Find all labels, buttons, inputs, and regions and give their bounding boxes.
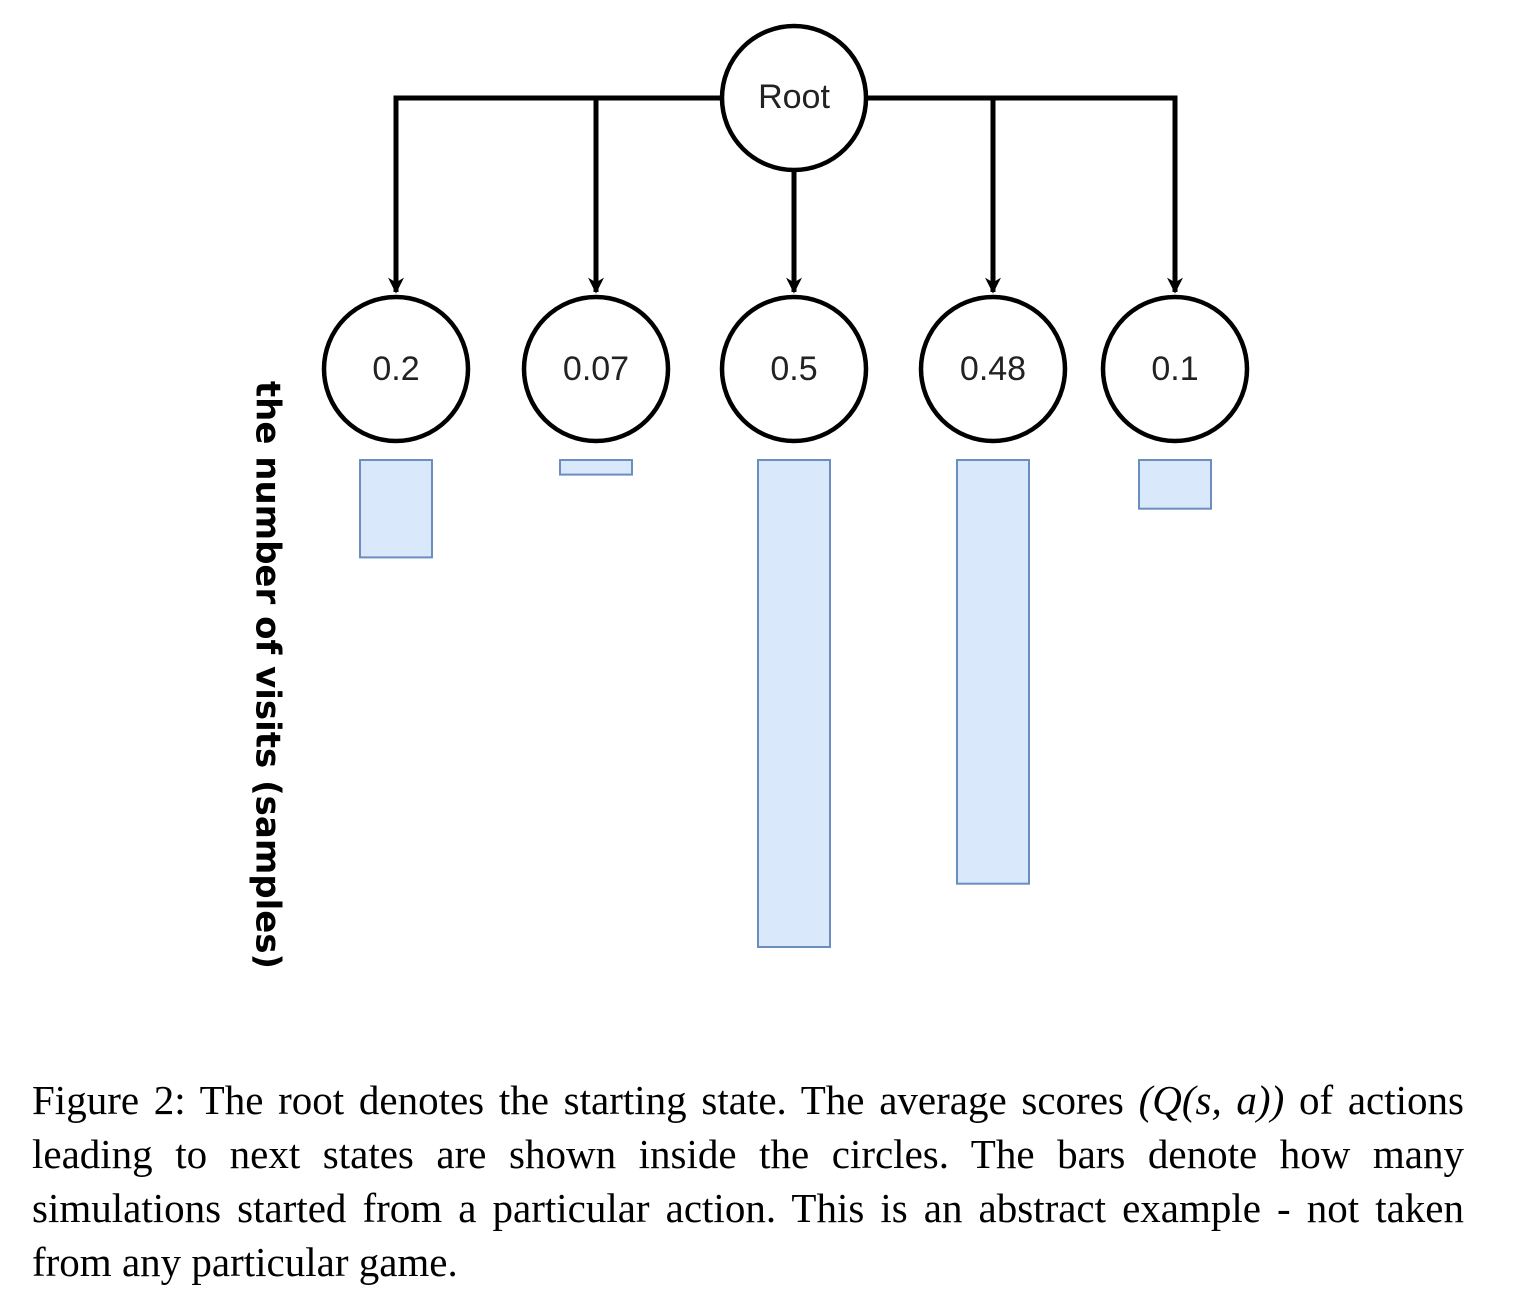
child-label-1: 0.2 xyxy=(372,350,419,388)
child-circle-5 xyxy=(1100,294,1250,444)
child-circle-1 xyxy=(321,294,471,444)
root-circle xyxy=(719,23,869,173)
visit-bars xyxy=(359,459,1212,948)
child-node-1: 0.2 xyxy=(321,294,471,444)
child-circle-2 xyxy=(521,294,671,444)
mcts-diagram: Root 0.2 0.07 0.5 0.48 0.1 the number of… xyxy=(248,23,1250,969)
visit-bar-2 xyxy=(559,459,633,476)
root-node: Root xyxy=(719,23,869,173)
visit-bar-1 xyxy=(359,459,433,559)
caption-suffix: of actions leading to next states are sh… xyxy=(32,1077,1464,1285)
caption-prefix: Figure 2: The root denotes the starting … xyxy=(32,1077,1139,1123)
visit-bar-4 xyxy=(956,459,1030,885)
child-label-4: 0.48 xyxy=(960,350,1026,388)
child-label-3: 0.5 xyxy=(770,350,817,388)
child-label-5: 0.1 xyxy=(1151,350,1198,388)
root-label: Root xyxy=(758,78,830,116)
visits-axis-label: the number of visits (samples) xyxy=(248,381,288,969)
caption-math: (Q(s, a)) xyxy=(1138,1077,1285,1123)
edges xyxy=(387,95,1184,294)
figure-caption: Figure 2: The root denotes the starting … xyxy=(32,1073,1464,1289)
child-node-2: 0.07 xyxy=(521,294,671,444)
visit-bar-5 xyxy=(1138,459,1212,510)
visit-bar-3 xyxy=(757,459,831,948)
child-node-3: 0.5 xyxy=(719,294,869,444)
child-circle-3 xyxy=(719,294,869,444)
child-node-5: 0.1 xyxy=(1100,294,1250,444)
child-node-4: 0.48 xyxy=(918,294,1068,444)
edge-root-child-1 xyxy=(387,95,722,294)
child-label-2: 0.07 xyxy=(563,350,629,388)
edge-root-child-4 xyxy=(866,95,1184,294)
child-circle-4 xyxy=(918,294,1068,444)
